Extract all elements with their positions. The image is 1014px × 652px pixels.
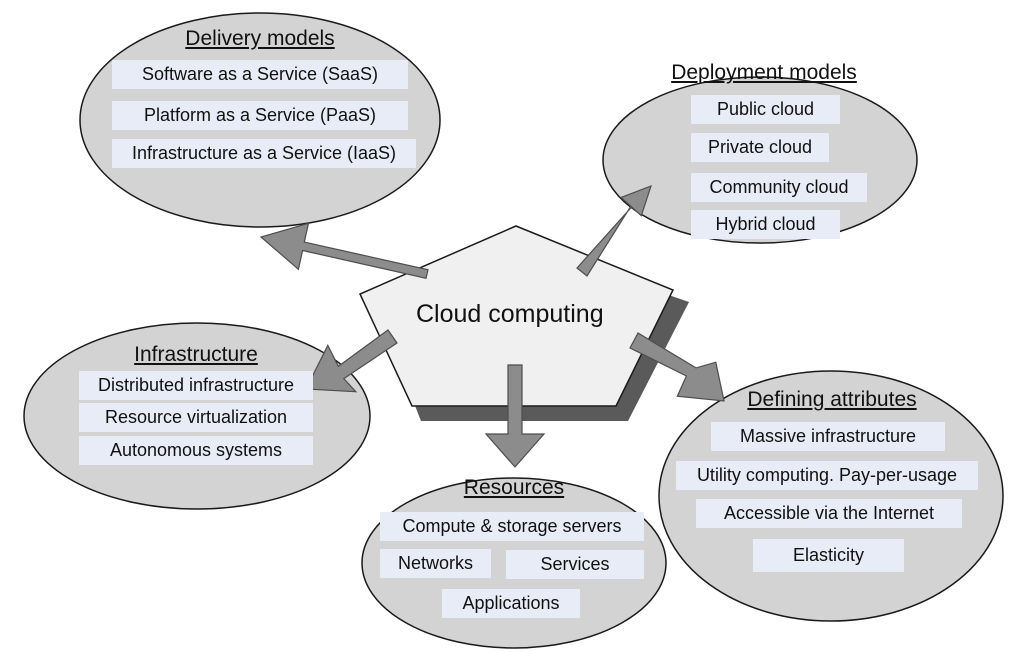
deployment-item-public: Public cloud xyxy=(691,95,840,124)
arrow-to-infrastructure xyxy=(305,329,398,393)
attribute-item-utility: Utility computing. Pay-per-usage xyxy=(676,461,978,490)
deployment-item-hybrid: Hybrid cloud xyxy=(691,210,840,239)
resources-item-compute-storage: Compute & storage servers xyxy=(380,512,644,541)
arrow-to-resources xyxy=(484,364,546,468)
resources-title: Resources xyxy=(463,476,565,499)
defining-attributes-title: Defining attributes xyxy=(747,388,917,411)
arrow-to-defining-attributes xyxy=(629,332,725,402)
deployment-models-title: Deployment models xyxy=(671,61,857,84)
deployment-item-community: Community cloud xyxy=(691,173,867,202)
arrow-to-deployment-models xyxy=(576,184,652,277)
delivery-item-paas: Platform as a Service (PaaS) xyxy=(112,101,408,130)
attribute-item-elasticity: Elasticity xyxy=(753,539,904,572)
infrastructure-item-virtualization: Resource virtualization xyxy=(79,403,313,432)
attribute-item-massive: Massive infrastructure xyxy=(711,422,945,451)
resources-item-services: Services xyxy=(506,550,644,579)
resources-item-applications: Applications xyxy=(442,589,580,618)
resources-item-networks: Networks xyxy=(380,549,491,578)
infrastructure-item-autonomous: Autonomous systems xyxy=(79,436,313,465)
center-label: Cloud computing xyxy=(416,300,604,328)
delivery-models-title: Delivery models xyxy=(185,27,335,50)
deployment-item-private: Private cloud xyxy=(691,133,829,162)
infrastructure-title: Infrastructure xyxy=(134,343,258,366)
infrastructure-item-distributed: Distributed infrastructure xyxy=(79,371,313,400)
attribute-item-accessible: Accessible via the Internet xyxy=(696,499,962,528)
delivery-item-iaas: Infrastructure as a Service (IaaS) xyxy=(112,139,416,168)
delivery-item-saas: Software as a Service (SaaS) xyxy=(112,60,408,89)
arrow-to-delivery-models xyxy=(259,222,429,280)
